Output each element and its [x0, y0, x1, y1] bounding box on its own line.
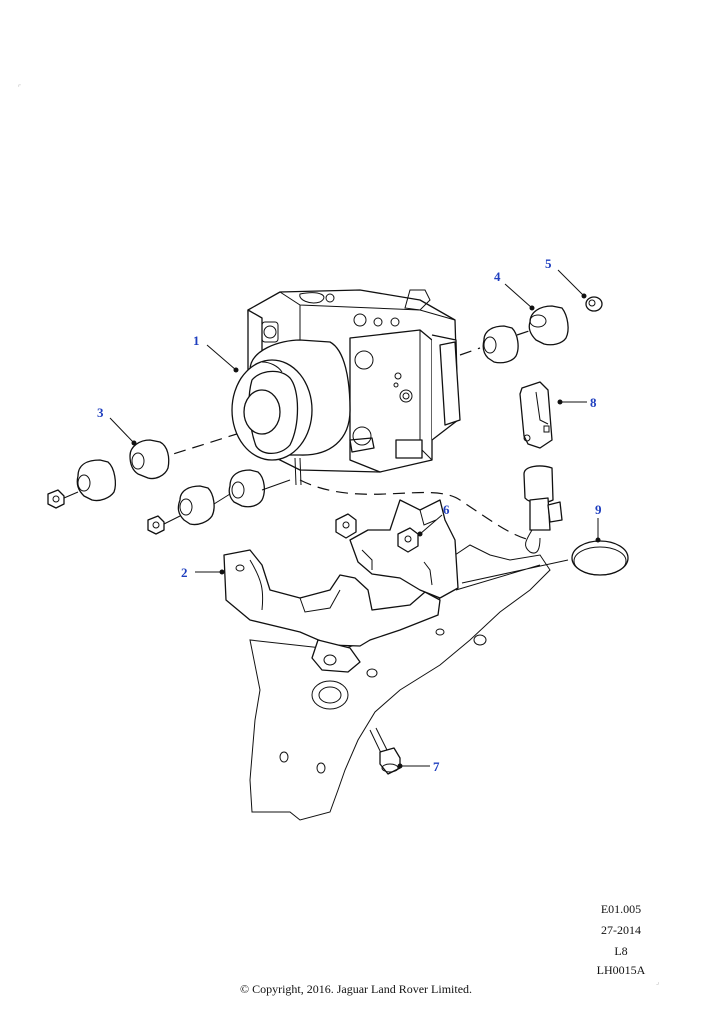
rubber-mount-lower-outer [177, 485, 231, 526]
rubber-mount-lower-inner [228, 469, 291, 508]
abs-mounting-bracket [223, 549, 441, 673]
rubber-mount-left-outer [76, 459, 116, 502]
rubber-mount-right-outer [528, 305, 569, 346]
reference-model: L8 [614, 944, 628, 958]
chassis-panel [249, 544, 551, 821]
reference-code: E01.005 [600, 902, 642, 916]
rubber-mount-upper-left [129, 439, 170, 480]
dash-guide-right-2 [516, 329, 533, 336]
rubber-mount-right-inner [482, 325, 519, 364]
callout-5: 5 [545, 256, 552, 271]
callout-4: 4 [494, 269, 501, 284]
callout-6: 6 [443, 502, 450, 517]
copyright-notice: © Copyright, 2016. Jaguar Land Rover Lim… [239, 982, 473, 996]
reference-illustration-id: LH0015A [596, 963, 646, 977]
callout-2: 2 [181, 565, 188, 580]
reference-date: 27-2014 [601, 923, 641, 937]
callout-9: 9 [595, 502, 602, 517]
callout-3: 3 [97, 405, 104, 420]
washer-right [585, 296, 603, 312]
nut-left-upper [47, 489, 79, 509]
dash-guide-right [459, 347, 481, 356]
dash-guide-left [169, 432, 241, 456]
callout-7: 7 [433, 759, 440, 774]
grommet-plug [571, 540, 629, 576]
harness-clip-bracket [519, 381, 553, 449]
callout-8: 8 [590, 395, 597, 410]
corner-mark-top-left: ⌜ [18, 84, 22, 92]
corner-mark-bottom-right: ⌟ [656, 978, 660, 986]
leader-lines [109, 269, 601, 769]
dash-guide-bottom [299, 479, 531, 541]
nut-left-lower [147, 515, 181, 535]
abs-modulator-unit [231, 289, 461, 486]
grommet-location-pointer [455, 559, 569, 591]
mounting-bolt [369, 727, 401, 775]
pressure-sensor [523, 465, 563, 554]
callout-1: 1 [193, 333, 200, 348]
